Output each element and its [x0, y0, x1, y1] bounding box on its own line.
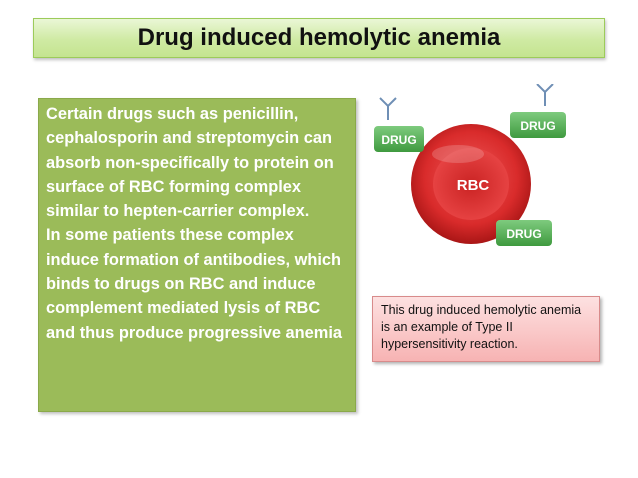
drug-label-bottom-right: DRUG [506, 227, 541, 241]
rbc-drug-illustration: RBC DRUG DRUG DRUG [370, 83, 576, 256]
note-box: This drug induced hemolytic anemia is an… [372, 296, 600, 362]
drug-left-icon [374, 97, 424, 152]
rbc-label: RBC [457, 177, 490, 194]
rbc-cell-icon [411, 124, 531, 244]
slide-title: Drug induced hemolytic anemia [137, 24, 501, 51]
drug-label-left: DRUG [381, 133, 416, 147]
title-banner: Drug induced hemolytic anemia [33, 18, 605, 58]
note-text: This drug induced hemolytic anemia is an… [381, 303, 582, 351]
rbc-drug-diagram: RBC DRUG DRUG DRUG [374, 83, 566, 246]
drug-bottom-right-icon [496, 220, 552, 246]
drug-top-right-icon [510, 83, 566, 138]
drug-label-top-right: DRUG [520, 119, 555, 133]
body-paragraph-1: Certain drugs such as penicillin, cephal… [46, 105, 334, 221]
body-paragraph-2: In some patients these complex induce fo… [46, 226, 343, 342]
description-panel: Certain drugs such as penicillin, cephal… [38, 98, 356, 412]
